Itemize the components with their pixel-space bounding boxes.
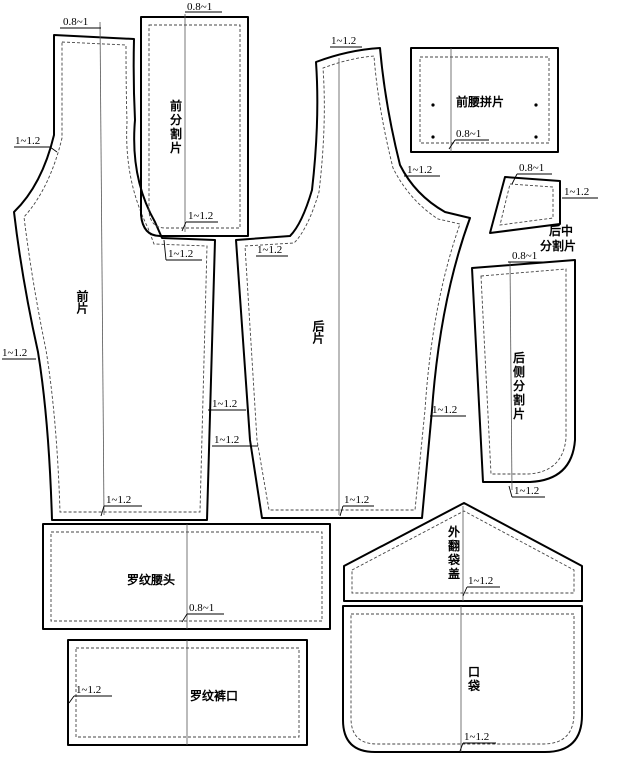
front-inseam-allowance: 1~1.2	[212, 398, 237, 410]
rib-waistband-piece: 罗纹腰头 0.8~1	[42, 523, 331, 630]
pocket-flap-label-1: 外	[448, 524, 460, 539]
back-side-split-top-allowance: 0.8~1	[512, 250, 537, 262]
pocket-label-2: 袋	[467, 678, 481, 693]
front-split-outline	[140, 16, 249, 237]
back-center-split-label-1: 后中	[549, 223, 573, 238]
front-panel-outline	[13, 34, 216, 521]
front-waist-joint-allowance: 0.8~1	[456, 128, 481, 140]
front-split-seam-line	[148, 24, 241, 229]
front-waist-joint-seam-line	[419, 56, 550, 144]
back-side-split-seam-line	[480, 268, 567, 475]
rib-cuff-outline	[67, 639, 308, 746]
rib-cuff-seam-line	[75, 647, 300, 738]
pocket-piece: 口 袋 1~1.2	[342, 605, 583, 753]
pocket-flap-label-3: 袋	[447, 552, 461, 567]
rib-waistband-seam-line	[50, 531, 323, 622]
rib-cuff-label: 罗纹裤口	[190, 688, 238, 703]
front-panel-grain-line	[99, 21, 105, 516]
front-split-label-2: 分	[170, 112, 182, 127]
back-center-split-label-2: 分割片	[540, 238, 576, 253]
back-side-split-label-3: 分	[513, 378, 525, 393]
front-split-label-3: 割	[170, 126, 182, 141]
back-side-split-label-5: 片	[513, 406, 525, 421]
back-center-split-side-allowance: 1~1.2	[564, 186, 589, 198]
back-side-split-label-4: 割	[513, 392, 525, 407]
rib-waistband-allowance: 0.8~1	[189, 602, 214, 614]
back-inseam-allowance: 1~1.2	[214, 434, 239, 446]
front-panel-label: 前片	[75, 289, 89, 315]
back-panel-outline	[235, 47, 471, 519]
back-panel-label: 后片	[311, 319, 325, 345]
front-split-label-1: 前	[170, 98, 182, 113]
back-side-split-piece: 后 侧 分 割 片 0.8~1 1~1.2	[471, 250, 576, 498]
back-center-split-outline	[489, 176, 561, 234]
back-center-split-seam-line	[499, 183, 554, 226]
back-side-split-grain-line	[509, 261, 513, 491]
front-waist-joint-piece: 前腰拼片 0.8~1	[410, 47, 559, 153]
front-side-allowance-lower: 1~1.2	[2, 347, 27, 359]
back-center-split-piece: 0.8~1 1~1.2 后中 分割片	[489, 162, 598, 253]
front-waist-joint-label: 前腰拼片	[456, 94, 504, 109]
front-panel-seam-line	[23, 41, 208, 513]
pocket-flap-outline	[343, 502, 583, 602]
back-side-split-label-1: 后	[513, 350, 525, 365]
back-panel: 后片 1~1.2 1~1.2 1~1.2 1~1.2 1~1.2 1~1.2	[212, 35, 471, 519]
back-side-split-outline	[471, 259, 576, 483]
back-crotch-allowance: 1~1.2	[257, 244, 282, 256]
front-split-top-allowance: 0.8~1	[187, 1, 212, 13]
front-top-allowance: 0.8~1	[63, 16, 88, 28]
back-side-allowance-upper: 1~1.2	[407, 164, 432, 176]
pocket-flap-allowance: 1~1.2	[468, 575, 493, 587]
pocket-seam-line	[350, 613, 575, 745]
back-center-split-top-allowance: 0.8~1	[519, 162, 544, 174]
pocket-flap-label-4: 盖	[448, 566, 460, 581]
pocket-allowance: 1~1.2	[464, 731, 489, 743]
back-side-split-bottom-allowance: 1~1.2	[514, 485, 539, 497]
front-split-bottom-allowance: 1~1.2	[188, 210, 213, 222]
front-waist-joint-outline	[410, 47, 559, 153]
back-side-split-label-2: 侧	[513, 364, 525, 379]
back-side-allowance-lower: 1~1.2	[432, 404, 457, 416]
pocket-flap-piece: 外 翻 袋 盖 1~1.2	[343, 502, 583, 602]
rib-waistband-outline	[42, 523, 331, 630]
rib-waistband-label: 罗纹腰头	[127, 572, 175, 587]
pocket-outline	[342, 605, 583, 753]
front-side-allowance-upper: 1~1.2	[15, 135, 40, 147]
pocket-flap-seam-line	[351, 510, 575, 594]
front-split-label-4: 片	[170, 140, 182, 155]
pocket-flap-label-2: 翻	[448, 538, 460, 553]
rib-cuff-piece: 罗纹裤口 1~1.2	[67, 639, 308, 746]
front-panel: 前片 0.8~1 1~1.2 1~1.2 1~1.2 1~1.2	[2, 16, 246, 521]
front-split-piece: 前 分 割 片 0.8~1 1~1.2 1~1.2	[140, 1, 249, 261]
pocket-label-1: 口	[468, 665, 480, 679]
back-panel-seam-line	[244, 55, 461, 511]
rib-cuff-allowance: 1~1.2	[76, 684, 101, 696]
back-hem-allowance: 1~1.2	[344, 494, 369, 506]
front-hem-allowance: 1~1.2	[106, 494, 131, 506]
back-top-allowance: 1~1.2	[331, 35, 356, 47]
front-crotch-allowance: 1~1.2	[168, 248, 193, 260]
